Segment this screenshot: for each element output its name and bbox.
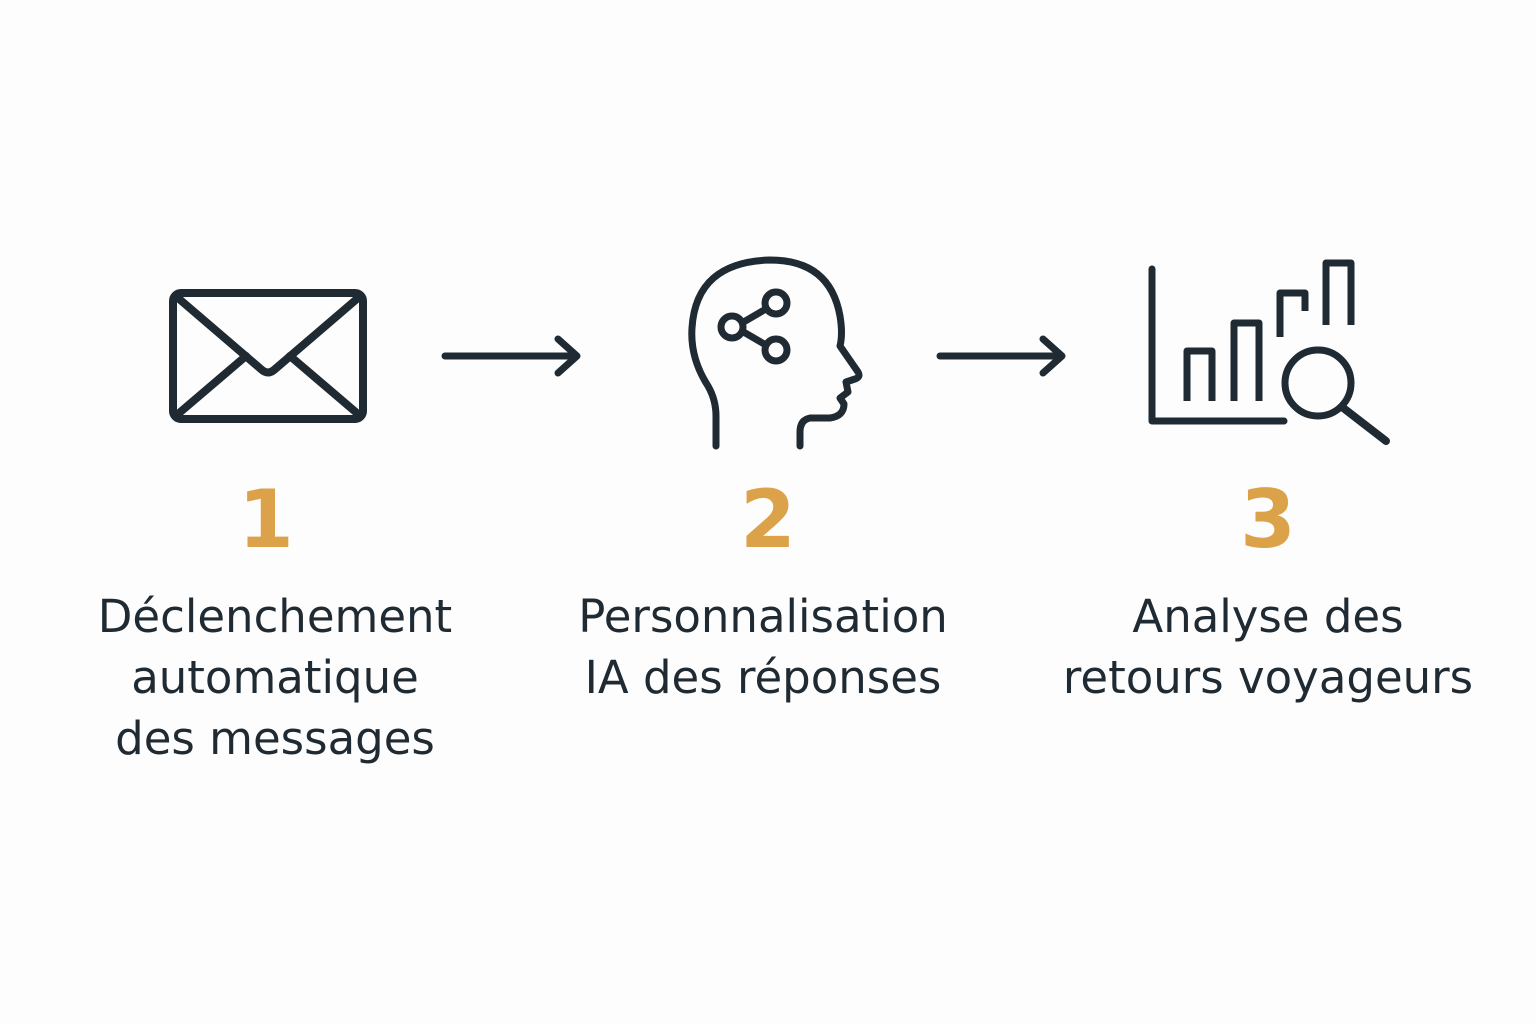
head-network-icon — [680, 250, 870, 455]
step-number-3: 3 — [1240, 473, 1296, 566]
arrow-right-icon — [440, 334, 585, 382]
envelope-icon — [166, 286, 370, 426]
step-label-line: automatique — [131, 651, 419, 704]
step-label-3: Analyse des retours voyageurs — [1040, 586, 1496, 708]
step-label-line: IA des réponses — [584, 651, 942, 704]
step-label-line: des messages — [115, 712, 435, 765]
step-label-1: Déclenchement automatique des messages — [60, 586, 490, 769]
step-label-2: Personnalisation IA des réponses — [543, 586, 983, 708]
step-label-line: Déclenchement — [97, 590, 453, 643]
step-label-line: Personnalisation — [578, 590, 948, 643]
arrow-right-icon — [935, 334, 1070, 382]
bar-chart-magnifier-icon — [1140, 255, 1400, 450]
step-label-line: Analyse des — [1132, 590, 1404, 643]
step-label-line: retours voyageurs — [1062, 651, 1474, 704]
step-number-1: 1 — [238, 473, 294, 566]
step-number-2: 2 — [740, 473, 796, 566]
